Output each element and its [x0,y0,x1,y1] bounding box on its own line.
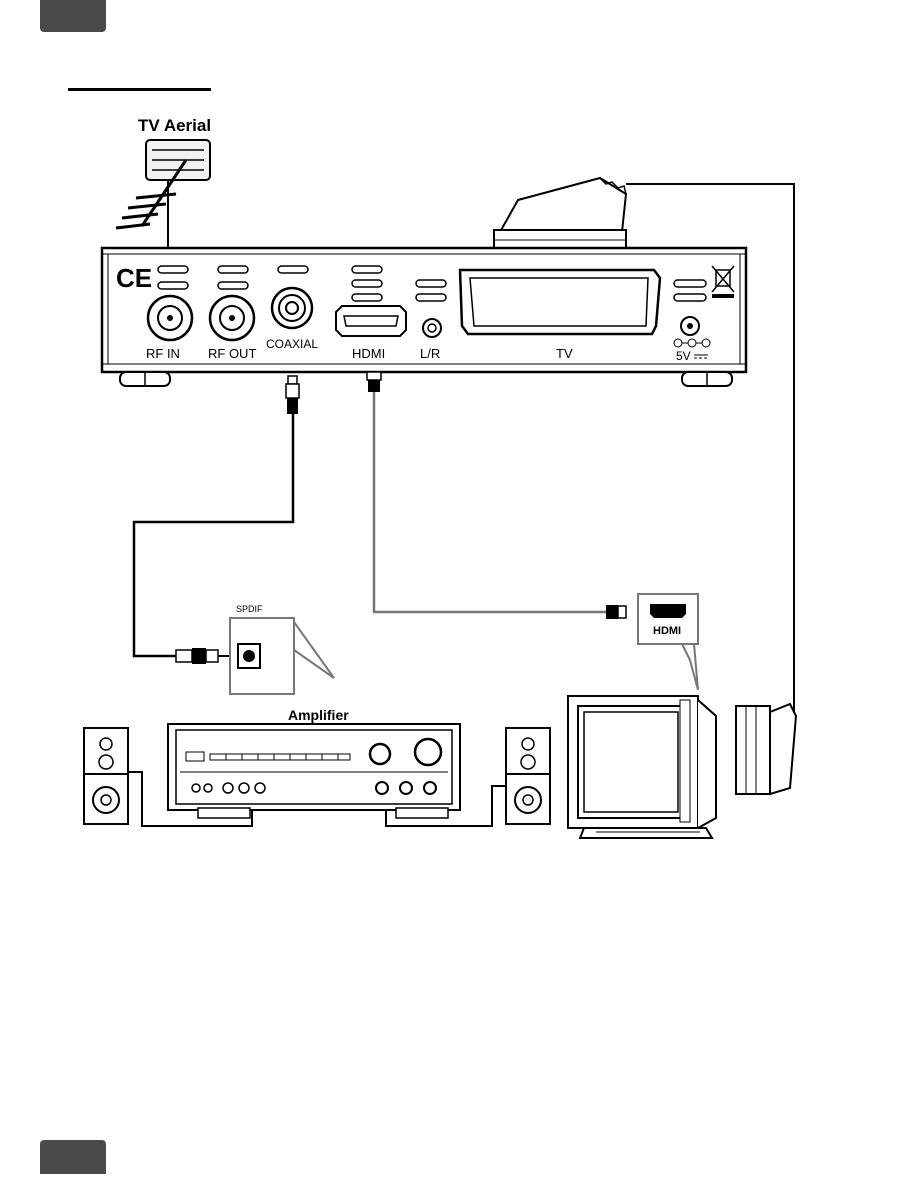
tv-aerial-label: TV Aerial [138,116,211,135]
rf-in-label: RF IN [146,346,180,361]
power-label: 5V [676,349,691,363]
page-tab-top [40,0,106,32]
hdmi-cable [372,392,606,614]
spdif-label: SPDIF [236,604,263,614]
hdmi-plug-tv-end-icon [606,605,627,619]
scart-plug-tv-end-icon [735,702,798,796]
right-speaker-icon [505,727,551,825]
dc-symbol-icon [694,354,708,359]
coaxial-cable [132,414,295,658]
lr-audio-port [422,318,442,338]
section-heading-rule [68,88,211,91]
aerial-icon [115,139,211,230]
page-tab-bottom [40,1140,106,1174]
scart-tv-port [458,268,662,336]
amplifier-icon [167,723,461,819]
television-icon [567,695,717,839]
rf-in-port [146,294,194,342]
hdmi-plug-icon [366,371,382,392]
ce-mark: CE [116,263,152,293]
lr-label: L/R [420,346,440,361]
amplifier-label: Amplifier [288,707,349,723]
left-speaker-cable [128,771,253,827]
weee-bin-icon [711,265,735,298]
spdif-input-panel [229,617,335,695]
coaxial-port [270,286,314,330]
hdmi-port-label: HDMI [352,346,385,361]
coaxial-label: COAXIAL [266,337,318,351]
right-speaker-cable [385,785,506,827]
power-jack [673,316,711,348]
coaxial-plug-icon [285,375,300,414]
tv-hdmi-label: HDMI [653,625,681,637]
rf-out-port [208,294,256,342]
tv-port-label: TV [556,346,573,361]
tv-hdmi-panel [637,593,699,691]
rf-out-label: RF OUT [208,346,256,361]
hdmi-port [335,305,407,337]
left-speaker-icon [83,727,129,825]
spdif-plug-icon [175,648,236,664]
